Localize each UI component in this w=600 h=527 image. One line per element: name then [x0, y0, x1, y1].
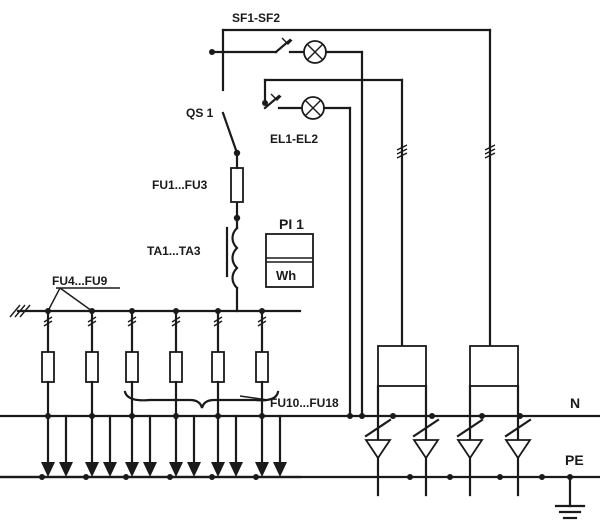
fuse-fu1-fu3	[230, 167, 244, 203]
lamp-circuit-sf1: SF1-SF2	[209, 11, 364, 418]
switch-sf2-contact	[263, 94, 281, 110]
branch-fuse	[41, 351, 55, 383]
branch-fuse	[85, 351, 99, 383]
lamp-circuit-el1: EL1-EL2	[262, 78, 404, 418]
outlet-arrow	[187, 462, 201, 477]
el1-el2-label: EL1-EL2	[270, 132, 318, 146]
protection-devices	[364, 413, 532, 460]
sf1-sf2-label: SF1-SF2	[232, 11, 280, 25]
ta1-ta3-label: TA1...TA3	[147, 244, 201, 258]
wh-label: Wh	[276, 268, 296, 283]
qs1-label: QS 1	[186, 106, 214, 120]
outlet-arrow	[41, 462, 55, 477]
fu10-fu18-label: FU10...FU18	[270, 396, 339, 410]
socket-group-1	[376, 78, 428, 497]
qs1-switch-blade	[221, 111, 239, 155]
ground-icon	[554, 475, 586, 520]
outlet-arrow	[229, 462, 243, 477]
outlet-arrow	[169, 462, 183, 477]
outlet-arrow	[273, 462, 287, 477]
branch-fuse	[211, 351, 225, 383]
branch-fuse	[255, 351, 269, 383]
fu4-fu9-label: FU4...FU9	[52, 274, 108, 288]
main-busbar	[9, 304, 302, 318]
socket-box-2	[469, 345, 519, 387]
neutral-label: N	[570, 395, 580, 411]
outlet-arrow	[255, 462, 269, 477]
outlet-arrow	[143, 462, 157, 477]
fuse-group-brace	[123, 390, 280, 409]
outlet-arrow	[211, 462, 225, 477]
pi1-label: PI 1	[279, 216, 304, 232]
current-transformer-coil	[231, 226, 239, 290]
socket-box-1	[377, 345, 427, 387]
branch-fuse	[125, 351, 139, 383]
outlet-arrow	[103, 462, 117, 477]
energy-meter-pi1: PI 1 Wh	[265, 216, 314, 288]
outlet-arrow	[125, 462, 139, 477]
outlet-arrow	[85, 462, 99, 477]
branch-fuse	[169, 351, 183, 383]
switch-sf1-contact	[274, 38, 292, 54]
branch-feeders	[0, 308, 302, 480]
socket-group-2	[468, 28, 520, 497]
outlet-arrow	[59, 462, 73, 477]
feeder-chain: QS 1 FU1...FU3 TA1...TA3	[147, 28, 492, 313]
pe-label: PE	[565, 452, 584, 468]
fu4-fu9-bracket: FU4...FU9	[47, 274, 120, 312]
fu1-fu3-label: FU1...FU3	[152, 178, 208, 192]
